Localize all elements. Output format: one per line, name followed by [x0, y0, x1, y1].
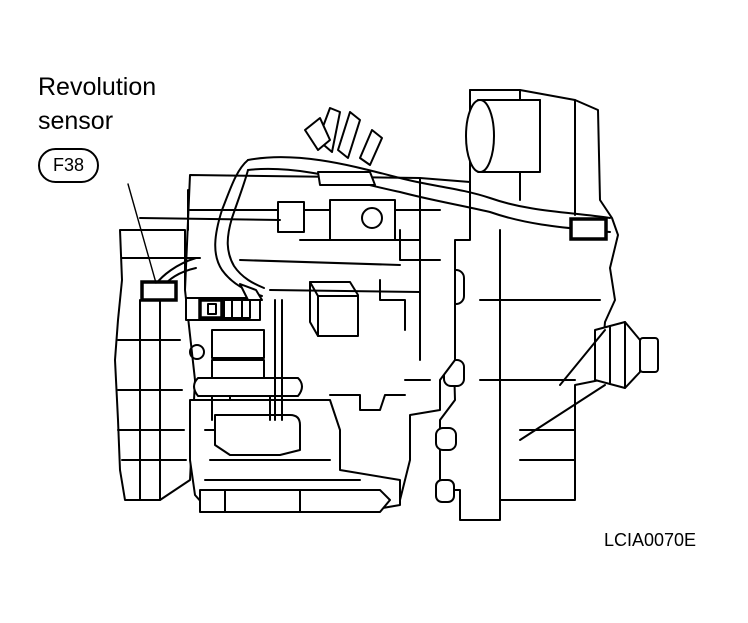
cable-ties [304, 107, 383, 186]
connector-badge: F38 [38, 148, 99, 183]
upper-cylinder [465, 99, 541, 173]
center-block [309, 281, 359, 337]
figure-code: LCIA0070E [604, 530, 697, 550]
leader-line [127, 183, 157, 284]
harness-connector-right [569, 217, 608, 241]
top-mount [277, 199, 396, 241]
lower-body [189, 399, 401, 513]
right-housing [439, 89, 619, 521]
label-line-1: Revolution [38, 73, 157, 101]
label-line-2: sensor [38, 107, 114, 135]
frame-rails [121, 189, 421, 421]
revolution-sensor-connector [140, 280, 178, 302]
revolution-sensor-label: Revolution sensor [38, 70, 156, 138]
revolution-sensor-body [185, 283, 263, 321]
output-shaft [519, 321, 659, 441]
harness-connectors [140, 217, 608, 302]
